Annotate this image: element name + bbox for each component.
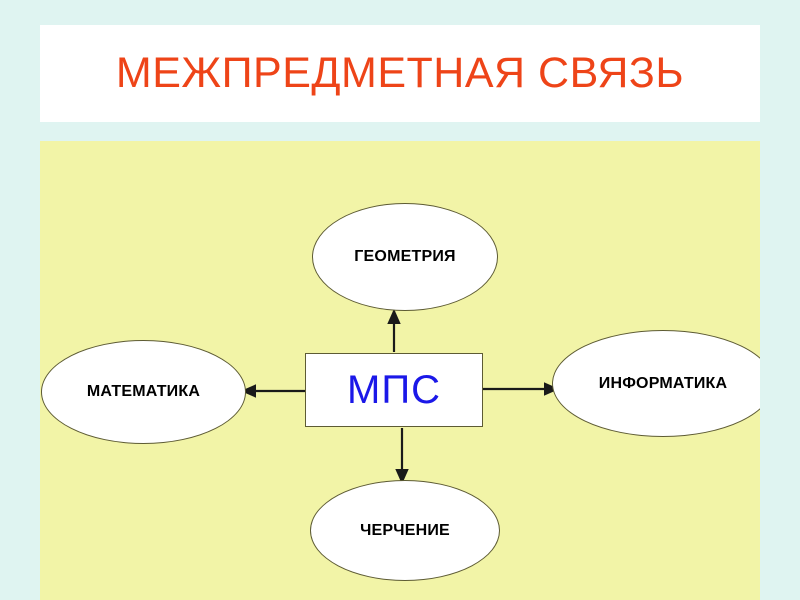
node-geometry[interactable]: ГЕОМЕТРИЯ	[312, 203, 498, 311]
diagram-panel: ГЕОМЕТРИЯ МАТЕМАТИКА ИНФОРМАТИКА ЧЕРЧЕНИ…	[40, 141, 760, 600]
title-banner: МЕЖПРЕДМЕТНАЯ СВЯЗЬ	[40, 25, 760, 122]
node-center-label: МПС	[347, 368, 441, 412]
node-informatics[interactable]: ИНФОРМАТИКА	[552, 330, 760, 437]
node-drafting-label: ЧЕРЧЕНИЕ	[360, 521, 450, 539]
connector-layer	[240, 308, 560, 485]
page-title: МЕЖПРЕДМЕТНАЯ СВЯЗЬ	[115, 49, 685, 97]
node-drafting[interactable]: ЧЕРЧЕНИЕ	[310, 480, 500, 581]
node-math[interactable]: МАТЕМАТИКА	[41, 340, 246, 444]
node-informatics-label: ИНФОРМАТИКА	[598, 374, 728, 392]
node-center-mps[interactable]: МПС	[305, 353, 483, 427]
node-geometry-label: ГЕОМЕТРИЯ	[354, 248, 456, 265]
node-math-label: МАТЕМАТИКА	[86, 383, 201, 400]
